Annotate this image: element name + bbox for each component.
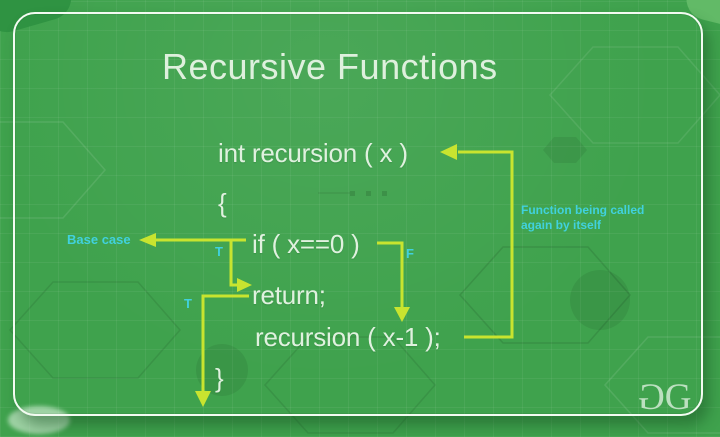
recursion-note-line2: again by itself [521,218,602,232]
code-line-recursive-call: recursion ( x-1 ); [255,322,441,352]
card-frame [13,12,703,416]
code-line-declaration: int recursion ( x ) [218,138,408,168]
logo-g-right: G [664,377,692,418]
logo-g-left: G [640,377,665,418]
arrowhead-to-recursive-call [394,307,410,322]
arrowhead-function-exit [195,391,211,407]
arrowhead-to-return [237,278,252,292]
geeksforgeeks-logo: GG [640,376,692,419]
exit-branch-line [201,294,249,391]
arrowhead-to-base-case [139,233,156,247]
code-line-return: return; [252,280,326,310]
false-branch-line [377,241,404,308]
base-case-label: Base case [67,232,131,247]
code-line-if-condition: if ( x==0 ) [252,229,360,259]
false-label: F [406,246,414,261]
corner-highlight-bottom-left [8,406,70,434]
recursion-note-line1: Function being called [521,203,645,217]
code-line-open-brace: { [218,188,227,218]
true-label-top: T [215,244,223,259]
recursive-loop-arrow-line [458,150,514,339]
arrowhead-to-declaration [440,144,457,160]
true-branch-line [229,241,237,287]
code-line-close-brace: } [215,363,224,393]
page-title: Recursive Functions [162,46,498,87]
recursion-note: Function being called again by itself [521,203,644,233]
true-label-bottom: T [184,296,192,311]
